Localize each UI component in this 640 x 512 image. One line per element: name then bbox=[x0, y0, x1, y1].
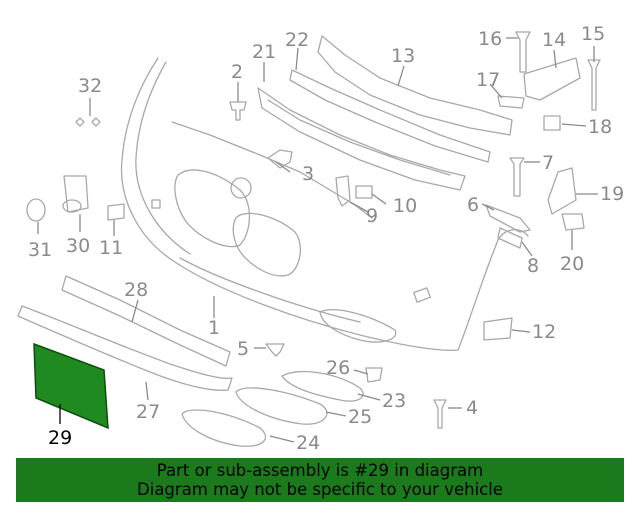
callout-17[interactable]: 17 bbox=[476, 69, 500, 91]
callout-13[interactable]: 13 bbox=[391, 45, 415, 67]
callout-26[interactable]: 26 bbox=[326, 357, 350, 379]
callout-19[interactable]: 19 bbox=[600, 183, 624, 205]
part-15-bolt bbox=[587, 59, 601, 111]
part-6-bracket bbox=[485, 204, 531, 233]
part-7-bolt bbox=[509, 157, 525, 197]
callout-28[interactable]: 28 bbox=[124, 279, 148, 301]
callout-12[interactable]: 12 bbox=[532, 321, 556, 343]
callout-32[interactable]: 32 bbox=[78, 75, 102, 97]
part-30-parking-sensor bbox=[62, 175, 89, 213]
callout-2[interactable]: 2 bbox=[231, 61, 243, 83]
part-9-bracket bbox=[335, 175, 351, 207]
part-14-bracket bbox=[523, 57, 581, 101]
part-20-sensor-holder bbox=[561, 213, 585, 231]
leader-lines bbox=[37, 37, 598, 443]
part-23-fog-grille bbox=[281, 370, 364, 402]
part-5-clip bbox=[265, 343, 285, 357]
part-12-grille bbox=[483, 317, 513, 341]
part-2-clip bbox=[229, 101, 247, 121]
callout-6[interactable]: 6 bbox=[467, 194, 479, 216]
part-27-lower-trim bbox=[17, 305, 233, 391]
callout-31[interactable]: 31 bbox=[28, 239, 52, 261]
callout-labels: 1 2 3 4 5 6 7 8 9 10 11 12 13 14 15 16 1… bbox=[28, 23, 624, 454]
callout-5[interactable]: 5 bbox=[237, 338, 249, 360]
part-28-spoiler bbox=[61, 275, 231, 367]
part-13-reinforcement-bar bbox=[317, 35, 513, 136]
part-25-trim-ring bbox=[235, 387, 328, 425]
callout-24[interactable]: 24 bbox=[296, 432, 320, 454]
banner-line-2: Diagram may not be specific to your vehi… bbox=[137, 480, 503, 499]
callout-8[interactable]: 8 bbox=[527, 255, 539, 277]
callout-7[interactable]: 7 bbox=[542, 152, 554, 174]
callout-15[interactable]: 15 bbox=[581, 23, 605, 45]
part-31-sensor-ring bbox=[26, 198, 46, 222]
part-19-bracket bbox=[547, 167, 577, 215]
info-banner: Part or sub-assembly is #29 in diagram D… bbox=[16, 458, 624, 502]
callout-3[interactable]: 3 bbox=[302, 163, 314, 185]
part-8-bracket bbox=[497, 227, 523, 249]
part-11-plate bbox=[107, 203, 125, 221]
callout-27[interactable]: 27 bbox=[136, 401, 160, 423]
callout-22[interactable]: 22 bbox=[285, 29, 309, 51]
callout-25[interactable]: 25 bbox=[348, 406, 372, 428]
callout-9[interactable]: 9 bbox=[366, 205, 378, 227]
part-16-bolt bbox=[515, 31, 531, 73]
callout-30[interactable]: 30 bbox=[66, 235, 90, 257]
part-21-impact-absorber bbox=[257, 87, 466, 191]
part-18-clip bbox=[543, 115, 561, 131]
callout-20[interactable]: 20 bbox=[560, 253, 584, 275]
callout-11[interactable]: 11 bbox=[99, 237, 123, 259]
part-22-bracket-strip bbox=[289, 69, 491, 163]
callout-10[interactable]: 10 bbox=[393, 195, 417, 217]
callout-23[interactable]: 23 bbox=[382, 390, 406, 412]
part-32-clips bbox=[75, 117, 101, 127]
part-1-bumper-cover bbox=[120, 57, 529, 351]
callout-1[interactable]: 1 bbox=[208, 317, 220, 339]
callout-21[interactable]: 21 bbox=[252, 41, 276, 63]
part-24-trim-ring bbox=[181, 409, 266, 447]
part-26-clip bbox=[365, 367, 383, 383]
callout-4[interactable]: 4 bbox=[466, 397, 478, 419]
callout-29[interactable]: 29 bbox=[48, 427, 72, 449]
banner-line-1: Part or sub-assembly is #29 in diagram bbox=[156, 461, 484, 480]
part-10-clip bbox=[355, 185, 373, 199]
callout-14[interactable]: 14 bbox=[542, 29, 566, 51]
part-29-license-plate-bracket bbox=[33, 342, 109, 430]
callout-16[interactable]: 16 bbox=[478, 28, 502, 50]
part-3-bracket bbox=[267, 149, 293, 169]
part-4-rivet bbox=[433, 399, 447, 429]
callout-18[interactable]: 18 bbox=[588, 116, 612, 138]
part-17-plate bbox=[497, 95, 525, 109]
